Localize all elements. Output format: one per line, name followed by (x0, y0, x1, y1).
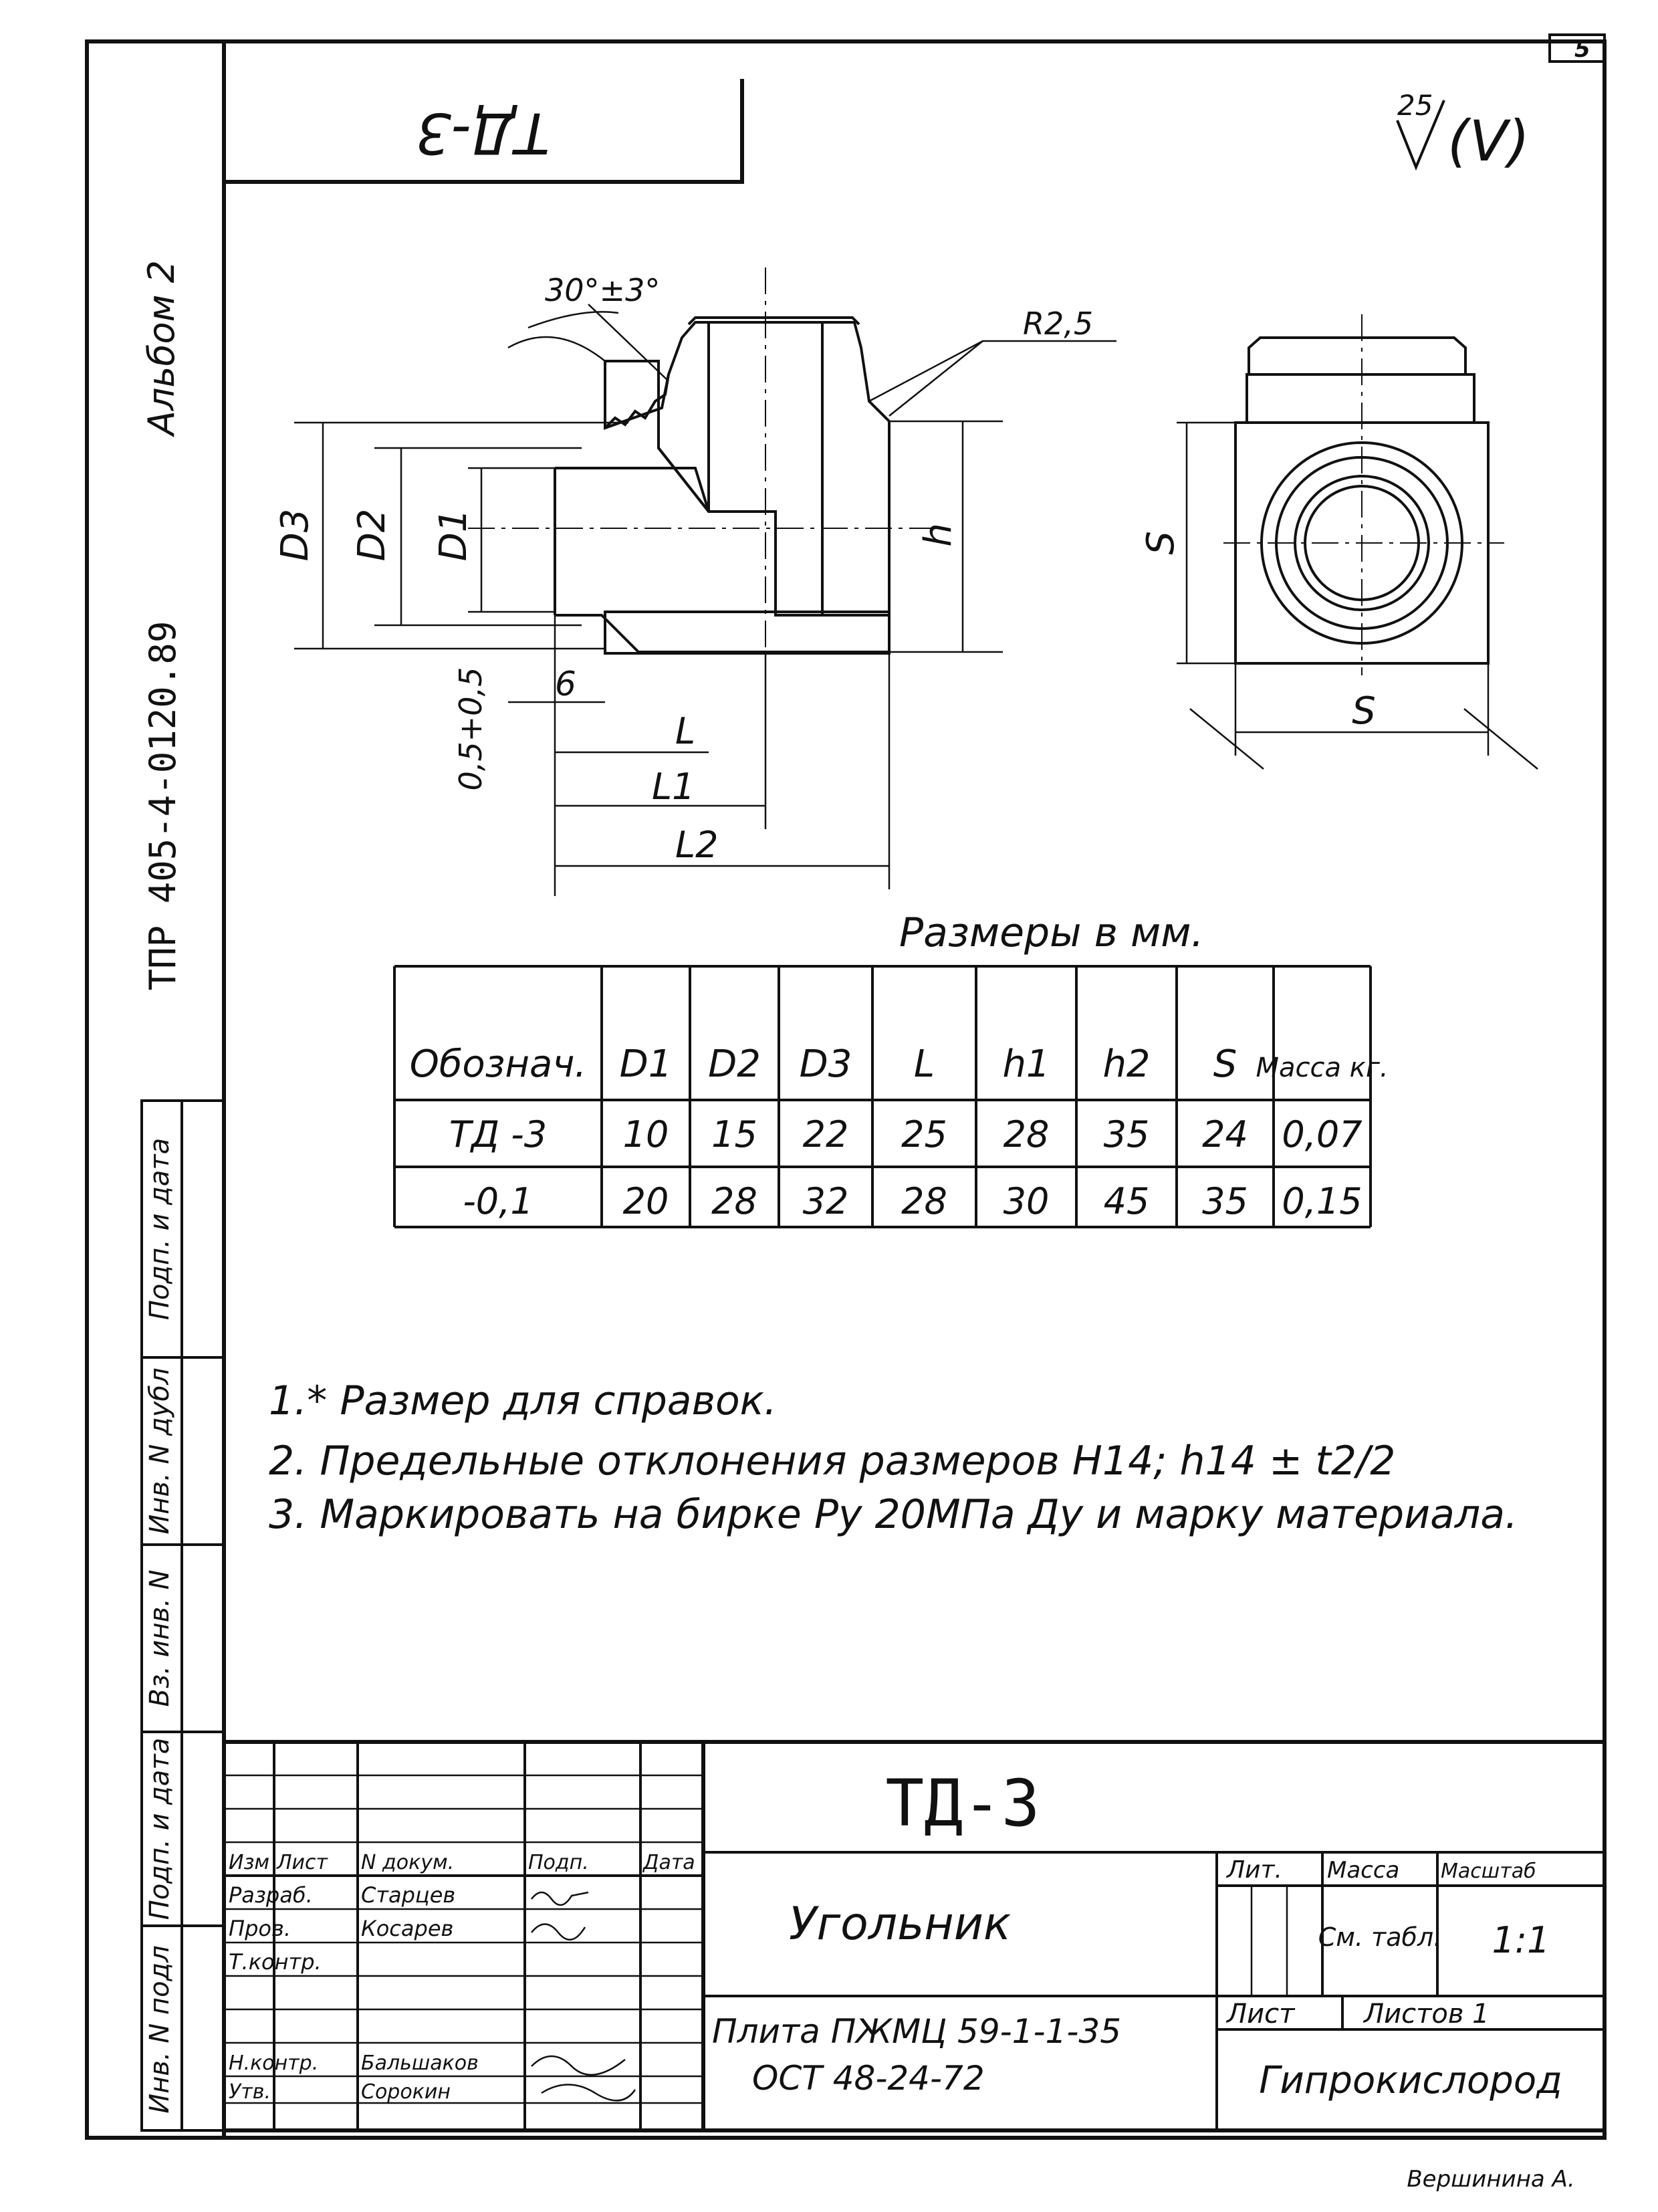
table-header-2: D2 (708, 1042, 761, 1086)
note-3: 3. Маркировать на бирке Ру 20МПа Ду и ма… (269, 1491, 1518, 1538)
name-approver: Сорокин (361, 2080, 451, 2104)
mass-label: Масса (1327, 1857, 1399, 1884)
album-label: Альбом 2 (140, 260, 183, 437)
signature-norm-control (531, 2055, 636, 2102)
title-name: Угольник (789, 1898, 1011, 1951)
table-cell-r0-c2: 15 (711, 1113, 757, 1155)
scale-value: 1:1 (1492, 1919, 1550, 1961)
role-developer: Разраб. (229, 1882, 313, 1908)
roughness-symbol: 25 (V) (1396, 89, 1530, 174)
name-checker: Косарев (361, 1916, 453, 1941)
table-header-7: S (1213, 1042, 1237, 1086)
sheet-number: 5 (1574, 36, 1590, 63)
table-cell-r0-c8: 0,07 (1282, 1113, 1362, 1155)
col-header-izm: Изм (229, 1851, 269, 1874)
table-header-6: h2 (1102, 1042, 1150, 1086)
roughness-note: (V) (1447, 108, 1530, 174)
table-header-5: h1 (1002, 1042, 1050, 1086)
margin-field-5: Подп. и дата (144, 1138, 175, 1320)
table-cell-r1-c6: 45 (1104, 1180, 1150, 1222)
title-designation: ТД-3 (885, 1766, 1040, 1841)
role-norm-control: Н.контр. (229, 2052, 318, 2075)
label-h: h (917, 523, 960, 547)
org-name: Гипрокислород (1259, 2059, 1562, 2102)
label-s-vert: S (1139, 531, 1183, 555)
lit-label: Лит. (1225, 1856, 1282, 1884)
margin-field-1: Инв. N подл (144, 1945, 175, 2114)
table-cell-r0-c0: ТД -3 (449, 1113, 547, 1155)
name-developer: Старцев (361, 1882, 455, 1908)
margin-field-4: Инв. N дубл (144, 1367, 175, 1534)
table-cell-r0-c3: 22 (803, 1113, 849, 1155)
end-view: S S (1139, 314, 1538, 770)
footer-signature: Вершинина А. (1407, 2166, 1574, 2193)
role-checker: Пров. (229, 1916, 291, 1941)
table-cell-r1-c3: 32 (803, 1180, 849, 1222)
table-cell-r1-c8: 0,15 (1282, 1180, 1362, 1222)
table-cell-r0-c4: 25 (901, 1113, 947, 1155)
table-cell-r1-c0: -0,1 (463, 1180, 533, 1222)
mass-value: См. табл. (1318, 1922, 1442, 1952)
label-angle: 30°±3° (545, 272, 660, 308)
title-material-1: Плита ПЖМЦ 59-1-1-35 (712, 2012, 1121, 2051)
table-header-4: L (914, 1042, 935, 1086)
role-tech-control: Т.контр. (229, 1949, 322, 1975)
sheet-label: Лист (1225, 1999, 1296, 2029)
top-stamp-text: ТД-3 (416, 100, 550, 166)
table-header-3: D3 (800, 1042, 852, 1086)
label-d1: D1 (432, 509, 475, 562)
signature-checker (531, 1923, 586, 1941)
table-header-1: D1 (620, 1042, 673, 1086)
margin-field-3: Вз. инв. N (144, 1569, 175, 1706)
top-stamp-box (224, 79, 744, 184)
table-cell-r0-c1: 10 (623, 1113, 669, 1155)
table-cell-r0-c5: 28 (1003, 1113, 1050, 1155)
col-header-sign: Подп. (528, 1851, 589, 1874)
sheet-number-box (1548, 33, 1606, 63)
table-cell-r0-c7: 24 (1202, 1113, 1248, 1155)
section-view: 30°±3° R2,5 D3 D2 D1 h 6 0,5+0,5 L L1 L2 (273, 267, 1116, 896)
table-cell-r1-c7: 35 (1202, 1180, 1248, 1222)
name-norm-control: Бальшаков (361, 2052, 479, 2075)
label-tol: 0,5+0,5 (453, 667, 489, 791)
table-header-8: Масса кг. (1256, 1053, 1388, 1083)
margin-field-2: Подп. и дата (144, 1738, 175, 1920)
note-1: 1.* Размер для справок. (269, 1377, 777, 1424)
col-header-list: Лист (276, 1851, 329, 1874)
table-cell-r0-c6: 35 (1104, 1113, 1150, 1155)
label-l1: L1 (652, 766, 695, 808)
note-2: 2. Предельные отклонения размеров Н14; h… (269, 1438, 1395, 1484)
table-header-0: Обознач. (410, 1042, 586, 1086)
role-approver: Утв. (229, 2080, 271, 2104)
table-cell-r1-c5: 30 (1003, 1180, 1050, 1222)
label-d3: D3 (273, 509, 317, 562)
scale-label: Масштаб (1441, 1860, 1536, 1883)
title-block: Изм Лист N докум. Подп. Дата Разраб. Ста… (224, 1740, 1605, 2132)
label-s-horiz: S (1352, 689, 1376, 733)
col-header-doc: N докум. (361, 1851, 454, 1874)
project-code: ТПР 405-4-0120.89 (142, 621, 184, 991)
section-body-lower (604, 611, 891, 655)
label-radius: R2,5 (1023, 306, 1093, 342)
outer-frame (85, 39, 1607, 2140)
table-cell-r1-c1: 20 (623, 1180, 669, 1222)
table-cell-r1-c4: 28 (901, 1180, 947, 1222)
label-l2: L2 (675, 824, 718, 866)
table-cell-r1-c2: 28 (711, 1180, 757, 1222)
title-material-2: ОСТ 48-24-72 (752, 2059, 985, 2098)
col-header-date: Дата (642, 1851, 695, 1874)
signature-developer (531, 1891, 589, 1906)
label-l: L (675, 710, 695, 752)
table-caption: Размеры в мм. (899, 909, 1204, 956)
margin-stamp-column: Инв. N подл Подп. и дата Вз. инв. N Инв.… (140, 1099, 225, 2132)
label-d2: D2 (350, 509, 394, 562)
sheets-label: Листов 1 (1363, 1999, 1490, 2029)
roughness-value: 25 (1397, 89, 1433, 122)
label-b: 6 (555, 665, 576, 703)
